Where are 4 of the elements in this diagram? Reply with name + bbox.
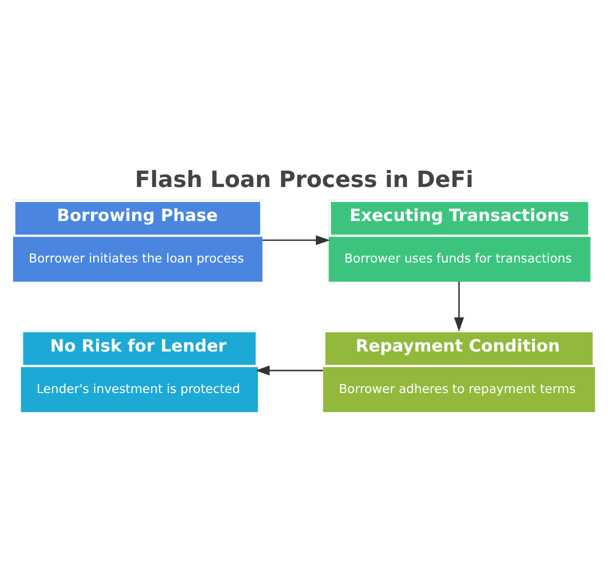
diagram-title: Flash Loan Process in DeFi — [134, 166, 474, 193]
arrow — [255, 366, 323, 376]
arrow — [262, 235, 330, 246]
arrow — [454, 282, 464, 332]
